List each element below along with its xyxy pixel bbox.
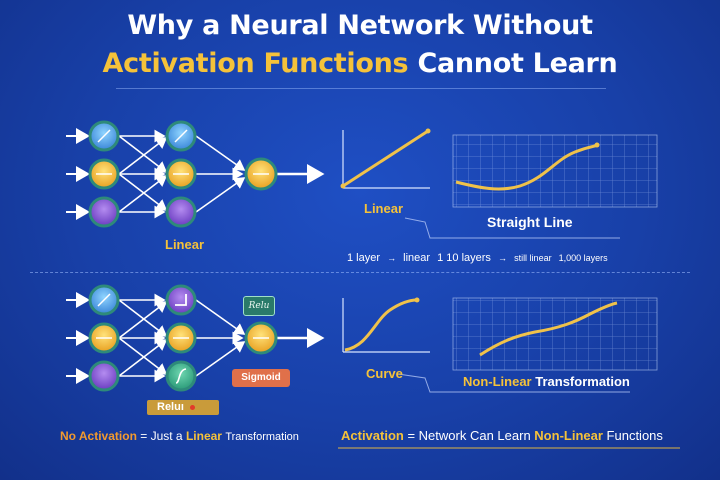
sigmoid-box: Sigmoid xyxy=(232,369,290,387)
layers-arrow-2: → xyxy=(498,253,507,263)
bottom-graph2-rest: Transformation xyxy=(535,374,630,389)
layers-arrow-1: → xyxy=(387,253,397,263)
top-node-h-2 xyxy=(165,158,197,190)
top-node-in-3 xyxy=(88,196,120,228)
top-node-h-3 xyxy=(165,196,197,228)
footer-right: Activation = Network Can Learn Non-Linea… xyxy=(341,428,663,443)
relu-tag-dot xyxy=(189,404,195,410)
relu-tag-text: Reluı xyxy=(157,401,184,413)
footer-right-a: Activation xyxy=(341,428,404,443)
top-graph2-label: Straight Line xyxy=(487,214,573,230)
top-node-h-1 xyxy=(165,120,197,152)
footer-right-d: Functions xyxy=(606,428,663,443)
top-network xyxy=(66,120,325,228)
footer-left-a: No Activation xyxy=(60,429,137,443)
footer-left: No Activation = Just a Linear Transforma… xyxy=(60,429,299,443)
top-graph-linear xyxy=(340,128,431,189)
top-node-in-2 xyxy=(88,158,120,190)
layers-still-linear: still linear xyxy=(514,253,552,263)
footer-left-b: = Just a xyxy=(140,429,183,443)
layers-linear: linear xyxy=(403,252,431,264)
title-line-1: Why a Neural Network Without xyxy=(127,10,593,41)
sigmoid-node xyxy=(165,360,197,392)
title-rest: Cannot Learn xyxy=(417,48,618,79)
top-graph-grid xyxy=(452,134,658,208)
bottom-node-out xyxy=(244,321,278,355)
relu-box: Relu xyxy=(243,296,275,316)
layers-thousand: 1,000 layers xyxy=(558,253,608,263)
bottom-graph1-label: Curve xyxy=(366,366,403,381)
layers-one: 1 layer xyxy=(347,252,381,264)
section-divider xyxy=(30,272,690,273)
footer-left-c: Linear xyxy=(185,429,222,443)
bottom-node-h-2 xyxy=(165,322,197,354)
bottom-node-in-2 xyxy=(88,322,120,354)
top-node-in-1 xyxy=(88,120,120,152)
bottom-node-in-1 xyxy=(88,284,120,316)
relu-tag: Reluı xyxy=(147,400,219,415)
top-graph1-label: Linear xyxy=(364,201,404,216)
top-node-out xyxy=(244,157,278,191)
layers-caption: 1 layer → linear 1 10 layers → still lin… xyxy=(347,252,612,264)
bottom-graph-curve xyxy=(342,297,430,353)
bottom-node-in-3 xyxy=(88,360,120,392)
footer-left-d: Transformation xyxy=(225,431,299,443)
top-network-label: Linear xyxy=(165,237,205,252)
relu-node xyxy=(165,284,197,316)
bottom-graph2-highlight: Non-Linear xyxy=(463,374,532,389)
bottom-network xyxy=(66,284,325,392)
footer-right-b: = Network Can Learn xyxy=(407,428,531,443)
layers-ten: 1 10 layers xyxy=(437,252,491,264)
title-line-2: Activation Functions Cannot Learn xyxy=(0,48,720,79)
bottom-graph2-label: Non-Linear Transformation xyxy=(463,374,630,389)
footer-right-c: Non-Linear xyxy=(534,428,603,443)
bottom-graph-grid xyxy=(452,297,658,371)
title-underline xyxy=(116,88,606,89)
title-highlight: Activation Functions xyxy=(102,48,409,79)
